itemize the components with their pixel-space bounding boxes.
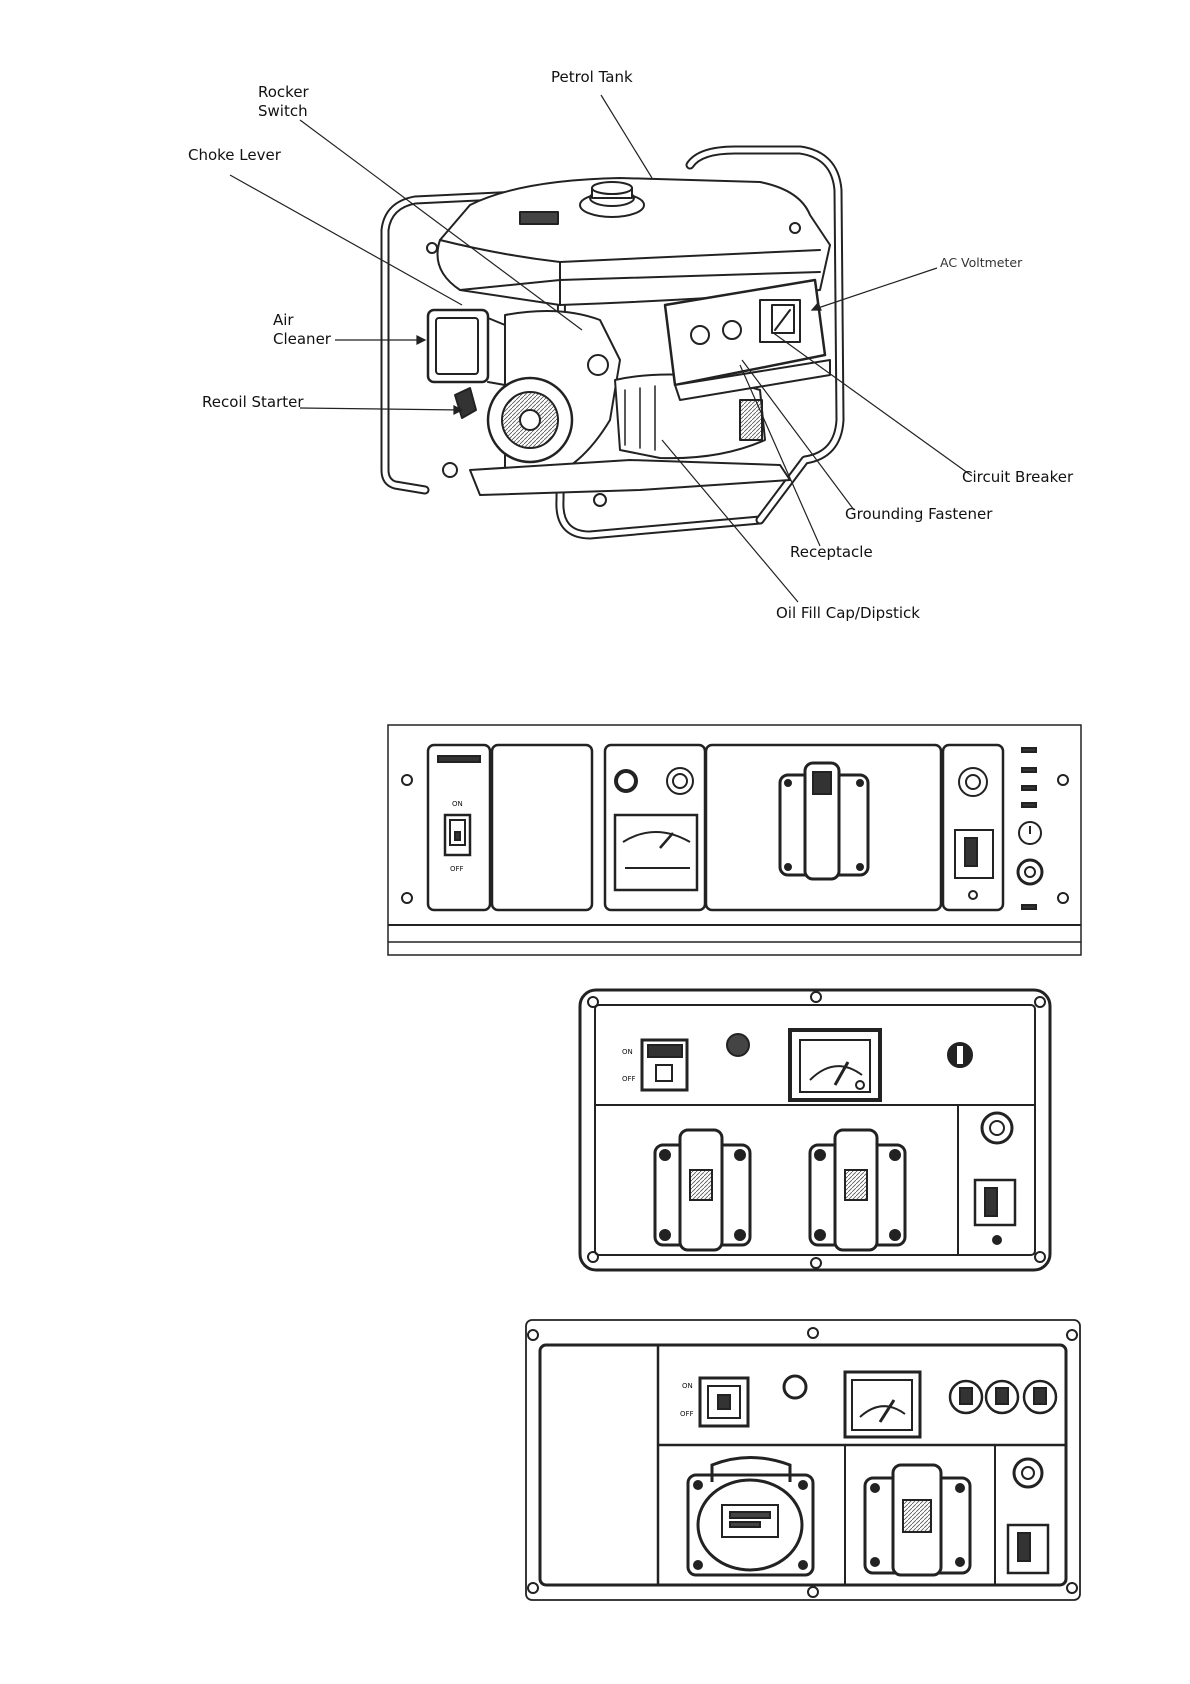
leader-oil-fill bbox=[661, 439, 799, 603]
panel2-receptacle-left bbox=[653, 1128, 752, 1252]
label-grounding-fastener: Grounding Fastener bbox=[845, 505, 993, 523]
label-petrol-tank: Petrol Tank bbox=[551, 68, 633, 86]
panel2-off-mark: OFF bbox=[622, 1075, 636, 1083]
leader-grounding-fastener bbox=[741, 359, 855, 511]
panel1-breaker-module bbox=[941, 743, 1005, 912]
panel2-on-mark: ON bbox=[622, 1048, 633, 1056]
panel1-rocker-switch bbox=[443, 813, 472, 857]
label-circuit-breaker: Circuit Breaker bbox=[962, 468, 1074, 486]
leader-recoil-starter bbox=[299, 407, 463, 411]
leader-choke-lever bbox=[229, 174, 463, 306]
label-air-cleaner-line1: Air bbox=[273, 311, 294, 329]
panel3-off-mark: OFF bbox=[680, 1410, 694, 1418]
panel3-large-receptacle bbox=[686, 1456, 815, 1577]
panel3-rocker-switch bbox=[698, 1376, 750, 1428]
leader-receptacle bbox=[739, 364, 821, 547]
label-rocker-switch-line2: Switch bbox=[258, 102, 308, 120]
label-air-cleaner-line2: Cleaner bbox=[273, 330, 331, 348]
leader-circuit-breaker bbox=[771, 331, 973, 477]
panel3-circuit-breakers bbox=[948, 1379, 1058, 1415]
leader-ac-voltmeter bbox=[811, 267, 938, 311]
label-rocker-switch-line1: Rocker bbox=[258, 83, 309, 101]
panel2-voltmeter bbox=[788, 1028, 882, 1102]
panel3-voltmeter bbox=[843, 1370, 922, 1439]
label-rocker-switch: Rocker Switch bbox=[258, 83, 309, 121]
control-panel-2 bbox=[578, 988, 1052, 1272]
leader-lines bbox=[229, 94, 973, 603]
panel3-on-mark: ON bbox=[682, 1382, 693, 1390]
alternator bbox=[614, 373, 766, 460]
panel2-rocker-switch bbox=[640, 1038, 689, 1092]
label-oil-fill-cap: Oil Fill Cap/Dipstick bbox=[776, 604, 920, 622]
air-cleaner-box bbox=[426, 308, 490, 384]
control-panel-3 bbox=[525, 1319, 1081, 1601]
label-air-cleaner: Air Cleaner bbox=[273, 311, 331, 349]
panel1-switch-module bbox=[426, 743, 492, 912]
label-recoil-starter: Recoil Starter bbox=[202, 393, 304, 411]
panel1-off-mark: OFF bbox=[450, 865, 464, 873]
leader-petrol-tank bbox=[600, 94, 653, 179]
panel2-receptacle-right bbox=[808, 1128, 907, 1252]
generator-drawing bbox=[380, 145, 845, 540]
control-panel-1 bbox=[387, 724, 1082, 956]
panel3-small-receptacle bbox=[863, 1463, 972, 1577]
leader-rocker-switch bbox=[299, 119, 583, 331]
panel1-on-mark: ON bbox=[452, 800, 463, 808]
label-receptacle: Receptacle bbox=[790, 543, 873, 561]
base-skid bbox=[469, 459, 791, 496]
panel1-socket-module bbox=[704, 743, 943, 912]
label-choke-lever: Choke Lever bbox=[188, 146, 281, 164]
label-ac-voltmeter: AC Voltmeter bbox=[940, 255, 1023, 270]
